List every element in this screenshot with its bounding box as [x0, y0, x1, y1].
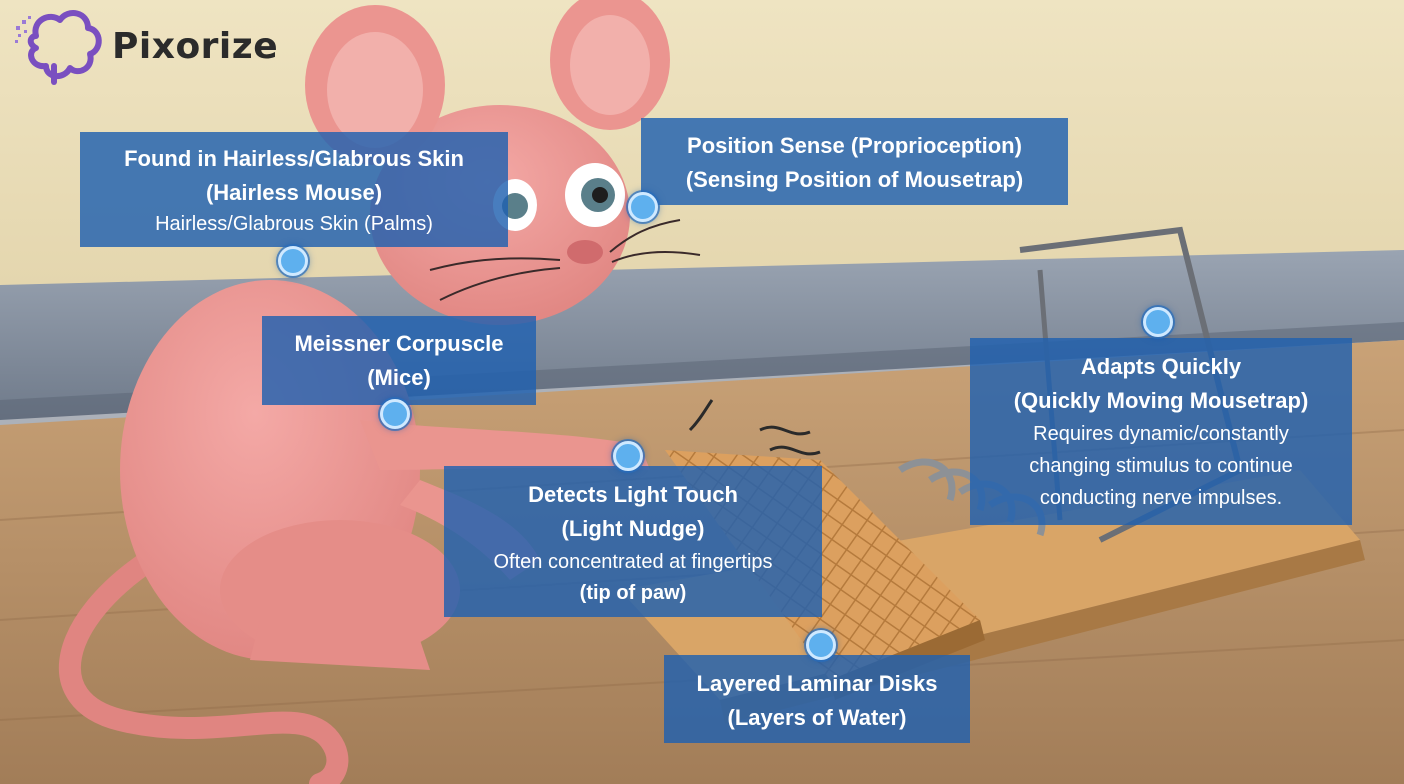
card-detail-line: conducting nerve impulses.: [1039, 487, 1283, 509]
card-title: Adapts Quickly: [1080, 354, 1242, 379]
card-subtitle: (Mice): [367, 365, 431, 390]
card-detail-bold: (tip of paw): [579, 582, 687, 604]
marker-adapts-quickly[interactable]: [1143, 307, 1173, 337]
card-hairless-skin: Found in Hairless/Glabrous Skin (Hairles…: [80, 132, 508, 247]
card-subtitle: (Hairless Mouse): [205, 180, 383, 205]
card-title: Detects Light Touch: [528, 482, 738, 507]
card-position-sense: Position Sense (Proprioception) (Sensing…: [641, 118, 1068, 205]
card-adapts-quickly: Adapts Quickly (Quickly Moving Mousetrap…: [970, 338, 1352, 525]
card-title: Meissner Corpuscle: [294, 331, 504, 356]
brand-name: Pixorize: [112, 25, 279, 67]
brand-logo[interactable]: Pixorize: [14, 6, 278, 86]
card-title: Layered Laminar Disks: [696, 671, 938, 696]
card-meissner-corpuscle: Meissner Corpuscle (Mice): [262, 316, 536, 405]
card-title: Position Sense (Proprioception): [687, 133, 1022, 158]
marker-meissner-corpuscle[interactable]: [380, 399, 410, 429]
card-subtitle: (Layers of Water): [727, 705, 907, 730]
card-detail: Often concentrated at fingertips: [493, 551, 773, 573]
card-subtitle: (Light Nudge): [561, 516, 705, 541]
marker-light-touch[interactable]: [613, 441, 643, 471]
card-subtitle: (Quickly Moving Mousetrap): [1013, 388, 1309, 413]
marker-hairless-skin[interactable]: [278, 246, 308, 276]
marker-position-sense[interactable]: [628, 192, 658, 222]
card-detail-line: changing stimulus to continue: [1029, 455, 1293, 477]
card-detail-line: Requires dynamic/constantly: [1033, 423, 1289, 445]
card-detail: Hairless/Glabrous Skin (Palms): [155, 213, 433, 235]
card-light-touch: Detects Light Touch (Light Nudge) Often …: [444, 466, 822, 617]
brain-icon: [15, 10, 102, 85]
card-laminar-disks: Layered Laminar Disks (Layers of Water): [664, 655, 970, 743]
card-subtitle: (Sensing Position of Mousetrap): [685, 167, 1024, 192]
marker-laminar-disks[interactable]: [806, 630, 836, 660]
card-title: Found in Hairless/Glabrous Skin: [124, 146, 464, 171]
